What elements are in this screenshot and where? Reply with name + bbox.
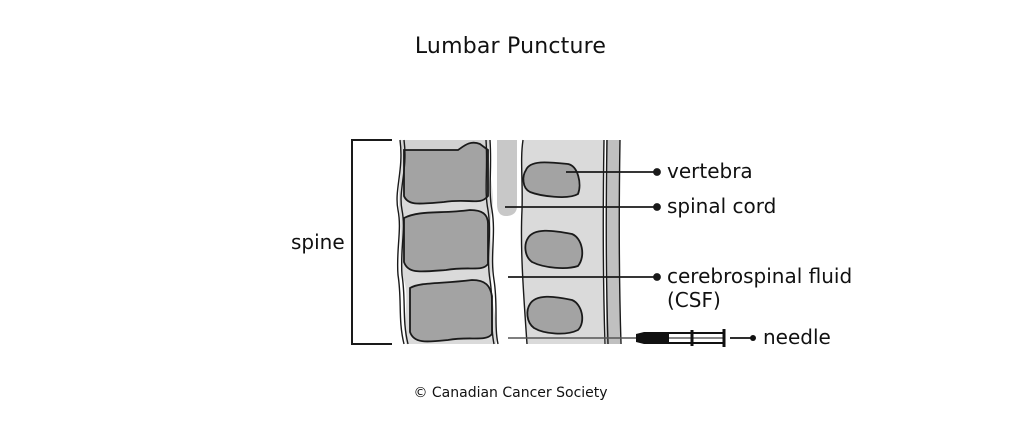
leader-lines [505, 168, 661, 281]
skin-layer [606, 140, 620, 344]
leader-dot-spinal-cord [653, 203, 661, 211]
label-spine: spine [291, 230, 345, 254]
process-lower [526, 295, 584, 335]
label-spinal-cord: spinal cord [667, 194, 777, 218]
canal-left-edge [520, 139, 528, 345]
process-middle [524, 229, 584, 269]
label-csf: cerebrospinal fluid [667, 264, 853, 288]
leader-dot-csf [653, 273, 661, 281]
label-needle: needle [763, 325, 831, 349]
leader-dot-vertebra [653, 168, 661, 176]
vertebral-body-upper [403, 141, 489, 205]
left-vertebral-bodies [403, 141, 493, 343]
vertebral-body-middle [403, 209, 489, 273]
process-upper [522, 161, 581, 198]
label-vertebra: vertebra [667, 159, 753, 183]
skin-outline [602, 139, 622, 345]
copyright-credit: © Canadian Cancer Society [413, 385, 608, 401]
syringe-tip [636, 332, 668, 344]
vertebral-body-lower [409, 279, 493, 343]
spinous-processes [522, 161, 584, 335]
leader-dot-needle [750, 335, 756, 341]
needle-syringe [508, 329, 756, 347]
column-right-outline [485, 139, 499, 345]
column-left-outline [396, 139, 409, 345]
spinal-cord [497, 140, 517, 216]
spine-bracket [351, 139, 392, 345]
label-csf-abbrev: (CSF) [667, 288, 721, 312]
diagram-title: Lumbar Puncture [414, 34, 607, 59]
